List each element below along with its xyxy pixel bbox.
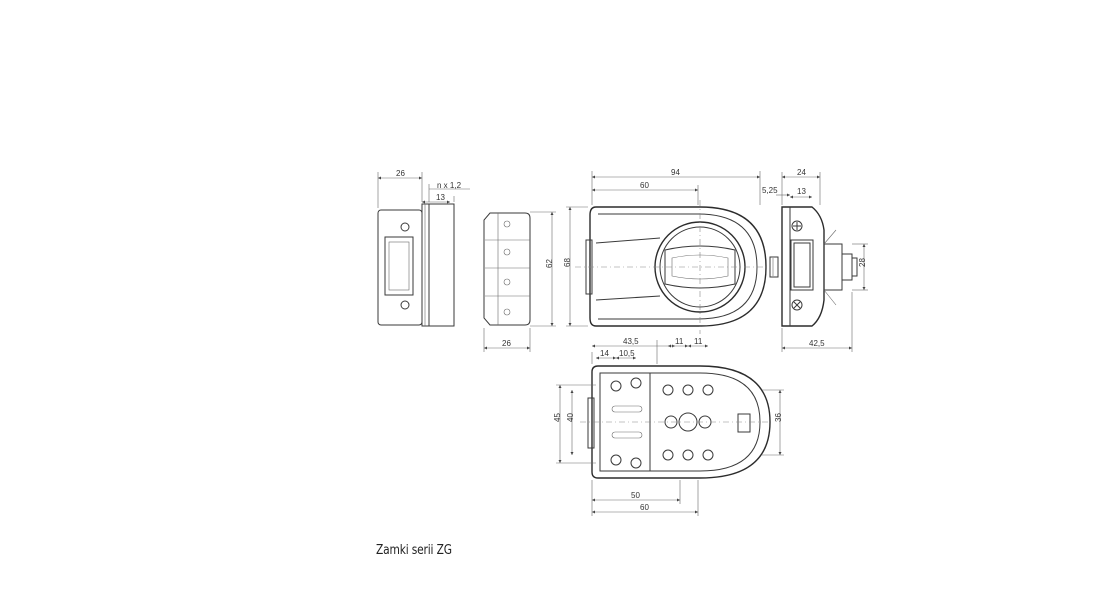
dim-side-width: 24 [797,168,806,177]
dim-back-w1: 50 [631,491,640,500]
dim-body-inner: 60 [640,181,649,190]
dim-back-h2: 40 [566,413,575,422]
dim-strike-gap: n x 1,2 [437,181,462,190]
strike-view: 62 26 [483,211,556,352]
body-view: 94 60 68 [563,168,779,334]
front-view: 26 n x 1,2 13 [377,169,470,327]
dim-side-knob: 28 [858,258,867,267]
dim-back-a: 43,5 [623,337,639,346]
back-view: 43,5 14 10,5 11 11 45 40 36 50 60 [553,337,784,516]
dim-front-width: 26 [396,169,405,178]
dim-strike-width: 26 [502,339,511,348]
dim-back-c: 10,5 [619,349,635,358]
dim-side-total: 42,5 [809,339,825,348]
dim-strike-depth: 13 [436,193,445,202]
dim-side-offset: 5,25 [762,186,778,195]
dim-back-h3: 36 [774,413,783,422]
drawing-caption: Zamki serii ZG [376,543,452,558]
dim-back-e: 11 [694,337,703,346]
dim-back-d: 11 [675,337,684,346]
dim-back-h1: 45 [553,413,562,422]
dim-body-length: 94 [671,168,680,177]
dim-back-w2: 60 [640,503,649,512]
dim-back-b: 14 [600,349,609,358]
dim-body-height: 68 [563,258,572,267]
dim-strike-height: 62 [545,259,554,268]
dim-side-depth: 13 [797,187,806,196]
side-view: 24 5,25 13 28 42,5 [762,168,868,352]
